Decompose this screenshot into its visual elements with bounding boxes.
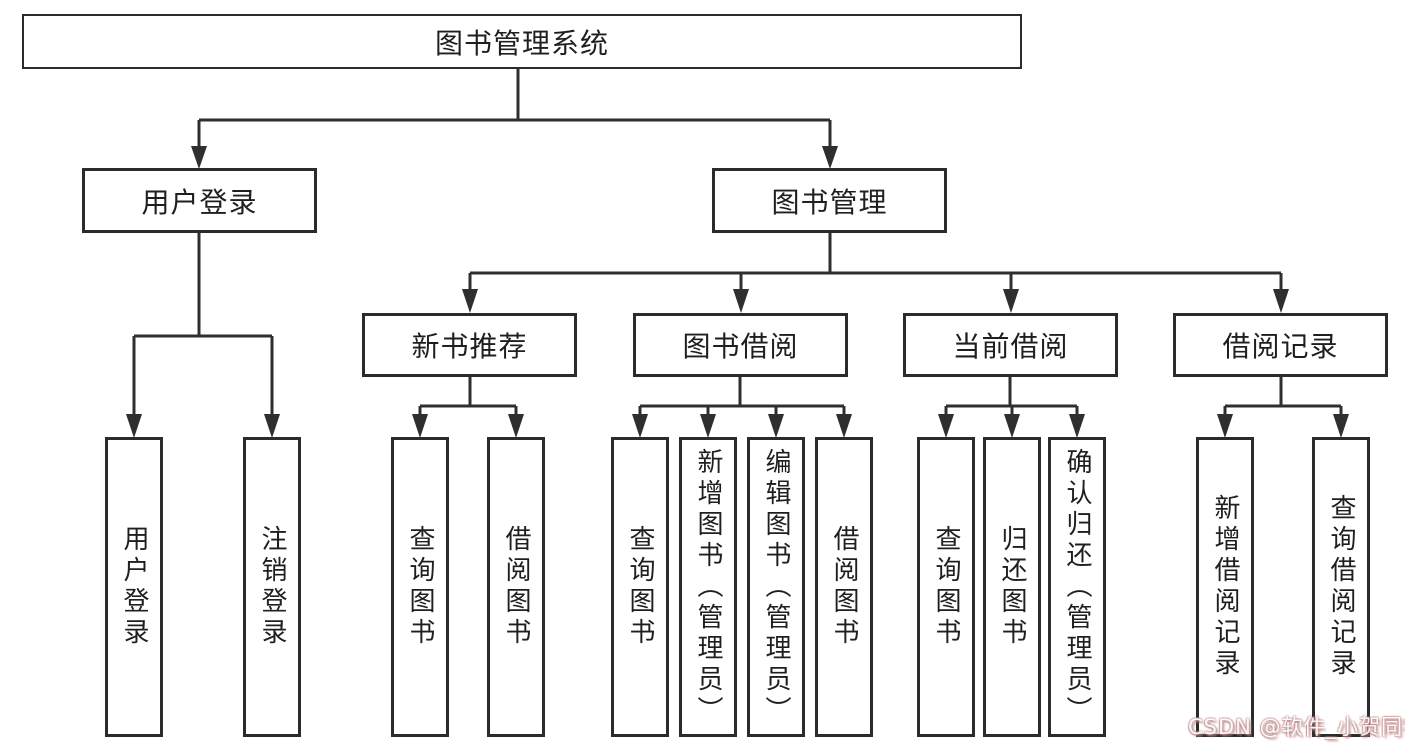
leaf-borrow-book-1-label: 借阅图书: [501, 525, 531, 649]
leaf-borrow-book-2-label: 借阅图书: [829, 525, 859, 649]
leaf-borrow-book-1: 借阅图书: [487, 437, 545, 737]
leaf-add-book-admin: 新增图书（管理员）: [679, 437, 737, 737]
node-book-borrow-label: 图书借阅: [682, 330, 799, 363]
node-current-borrow-label: 当前借阅: [952, 330, 1069, 363]
leaf-user-login-label: 用户登录: [119, 525, 149, 649]
node-book-management-label: 图书管理: [771, 185, 888, 219]
leaf-logout-label: 注销登录: [257, 525, 287, 649]
node-root: 图书管理系统: [22, 14, 1022, 69]
leaf-query-book-1-label: 查询图书: [405, 525, 435, 649]
node-user-login: 用户登录: [82, 168, 317, 233]
leaf-add-book-admin-label: 新增图书（管理员）: [693, 447, 723, 727]
leaf-query-book-3: 查询图书: [917, 437, 975, 737]
node-borrow-record: 借阅记录: [1173, 313, 1388, 377]
leaf-query-borrow-record-label: 查询借阅记录: [1326, 494, 1356, 680]
leaf-add-borrow-record-label: 新增借阅记录: [1210, 494, 1240, 680]
leaf-borrow-book-2: 借阅图书: [815, 437, 873, 737]
node-root-label: 图书管理系统: [434, 26, 609, 60]
node-new-book-recommend: 新书推荐: [362, 313, 577, 377]
leaf-query-book-2: 查询图书: [611, 437, 669, 737]
leaf-return-book: 归还图书: [983, 437, 1041, 737]
leaf-edit-book-admin-label: 编辑图书（管理员）: [761, 447, 791, 727]
node-book-management: 图书管理: [712, 168, 947, 233]
leaf-confirm-return-admin: 确认归还（管理员）: [1048, 437, 1106, 737]
node-current-borrow: 当前借阅: [903, 313, 1118, 377]
csdn-watermark: CSDN @软件_小贺同学: [1188, 715, 1405, 739]
node-book-borrow: 图书借阅: [633, 313, 848, 377]
leaf-edit-book-admin: 编辑图书（管理员）: [747, 437, 805, 737]
leaf-user-login: 用户登录: [105, 437, 163, 737]
arrowheads: [126, 146, 1349, 438]
leaf-logout: 注销登录: [243, 437, 301, 737]
leaf-query-book-2-label: 查询图书: [625, 525, 655, 649]
leaf-query-book-1: 查询图书: [391, 437, 449, 737]
node-new-book-recommend-label: 新书推荐: [411, 330, 528, 363]
leaf-query-borrow-record: 查询借阅记录: [1312, 437, 1370, 737]
node-user-login-label: 用户登录: [141, 185, 258, 219]
leaf-confirm-return-admin-label: 确认归还（管理员）: [1062, 447, 1092, 727]
leaf-query-book-3-label: 查询图书: [931, 525, 961, 649]
leaf-add-borrow-record: 新增借阅记录: [1196, 437, 1254, 737]
node-borrow-record-label: 借阅记录: [1222, 330, 1339, 363]
leaf-return-book-label: 归还图书: [997, 525, 1027, 649]
